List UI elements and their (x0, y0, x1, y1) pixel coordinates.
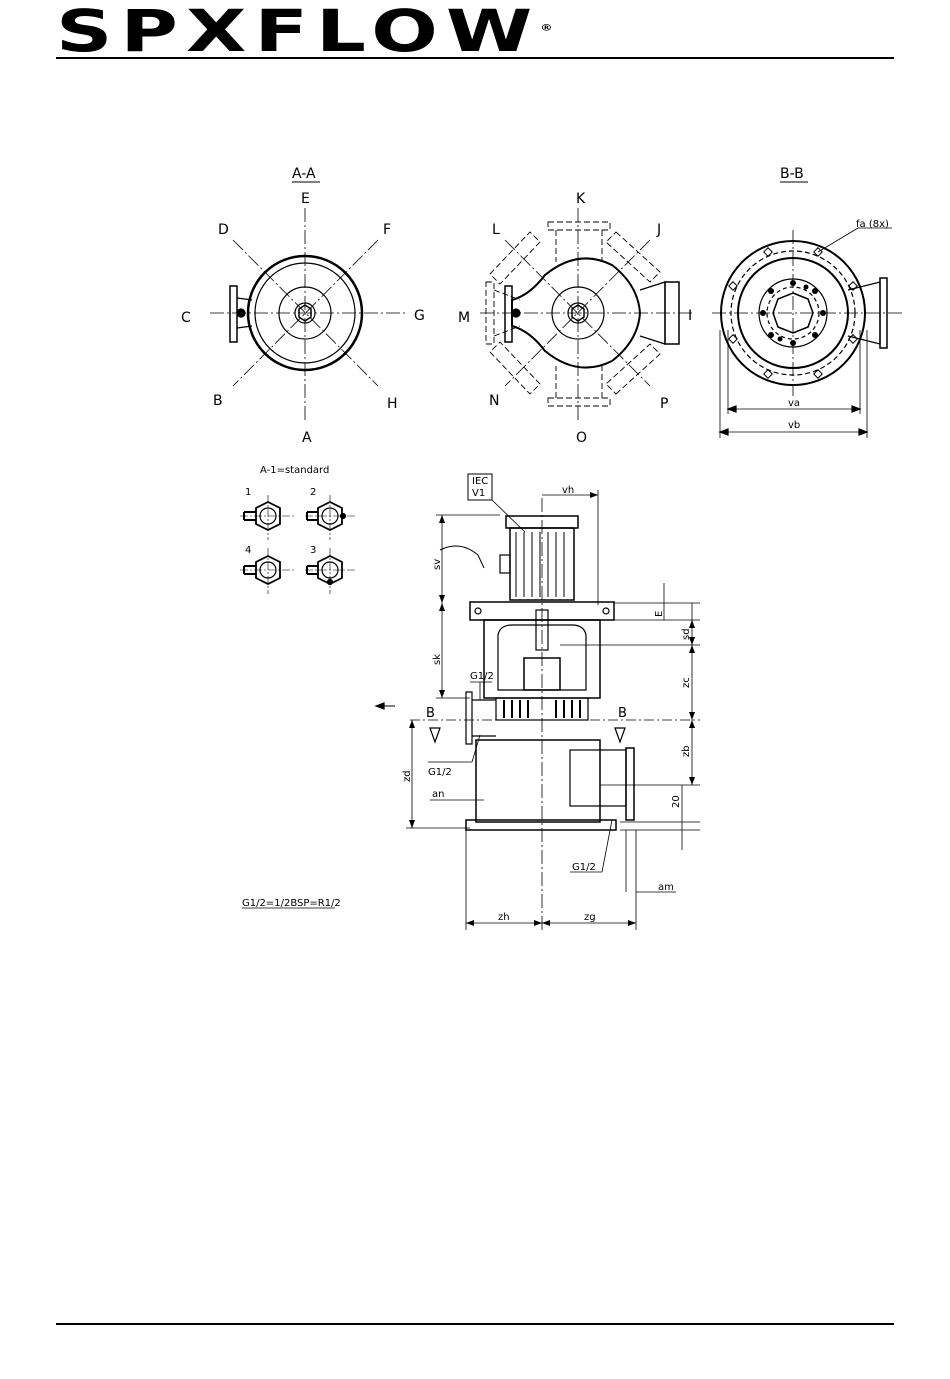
view-bb (712, 228, 905, 438)
variants-title: A-1=standard (260, 465, 329, 476)
variant-4-label: 4 (245, 545, 251, 556)
dim-vh: vh (562, 485, 574, 496)
section-b-right: B (618, 706, 627, 721)
dim-sd: sd (681, 628, 692, 640)
thread-footnote: G1/2=1/2BSP=R1/2 (242, 898, 341, 909)
orient-d: D (218, 222, 229, 238)
dim-zb: zb (681, 745, 692, 757)
dim-20: 20 (671, 795, 682, 808)
dim-zg: zg (584, 912, 596, 923)
motor-iec-label: IEC (472, 476, 488, 487)
variant-3-label: 3 (310, 545, 316, 556)
orient-g: G (414, 308, 425, 324)
dim-am: am (658, 882, 674, 893)
orient-i: I (688, 308, 692, 324)
section-bb-label: B-B (780, 166, 804, 182)
view-aa (210, 208, 405, 420)
pump-elevation (242, 474, 700, 930)
orient-k: K (576, 191, 586, 207)
orient-p: P (660, 396, 668, 412)
connection-g12-top: G1/2 (470, 671, 494, 682)
orient-h: H (387, 396, 398, 412)
orient-a: A (302, 430, 312, 446)
orient-b: B (213, 393, 223, 409)
connection-g12-bottom: G1/2 (572, 862, 596, 873)
flange-vb-label: vb (788, 420, 800, 431)
section-aa-label: A-A (292, 166, 316, 182)
orient-c: C (181, 310, 191, 326)
orient-n: N (489, 393, 499, 409)
dim-zd: zd (402, 770, 413, 782)
orient-l: L (492, 222, 500, 238)
dim-sk: sk (432, 654, 443, 665)
orient-o: O (576, 430, 587, 446)
dim-zh: zh (498, 912, 510, 923)
variant-1-label: 1 (245, 487, 251, 498)
variant-2-label: 2 (310, 487, 316, 498)
connection-g12-left: G1/2 (428, 767, 452, 778)
flange-fa-label: fa (8x) (856, 219, 889, 230)
section-b-left: B (426, 706, 435, 721)
dim-zc: zc (681, 677, 692, 688)
dim-an: an (432, 789, 444, 800)
orient-m: M (458, 310, 470, 326)
dim-e: E (654, 611, 665, 617)
motor-v1-label: V1 (472, 488, 485, 499)
orient-e: E (301, 191, 310, 207)
dim-sv: sv (432, 559, 443, 570)
orient-j: J (656, 222, 661, 238)
orient-f: F (383, 222, 391, 238)
view-orientations (480, 208, 695, 420)
flange-va-label: va (788, 398, 800, 409)
variant-icons (240, 495, 355, 594)
